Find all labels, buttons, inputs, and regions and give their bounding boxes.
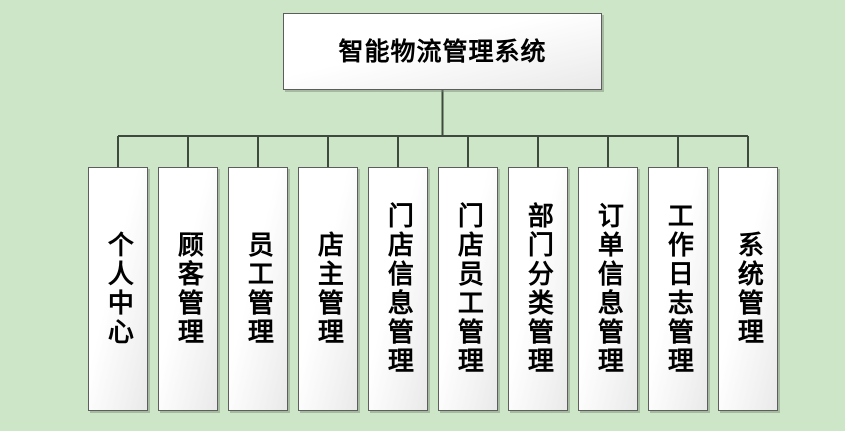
- node-store-information-management[interactable]: 门店信息管理: [368, 167, 428, 411]
- node-label: 工作日志管理: [663, 202, 694, 376]
- node-order-information-management[interactable]: 订单信息管理: [578, 167, 638, 411]
- node-department-category-management[interactable]: 部门分类管理: [508, 167, 568, 411]
- node-label: 门店员工管理: [453, 202, 484, 376]
- node-employee-management[interactable]: 员工管理: [228, 167, 288, 411]
- node-label: 个人中心: [103, 231, 134, 347]
- node-label: 部门分类管理: [523, 202, 554, 376]
- node-work-log-management[interactable]: 工作日志管理: [648, 167, 708, 411]
- node-label: 顾客管理: [173, 231, 204, 347]
- node-label: 系统管理: [733, 231, 764, 347]
- node-personal-center[interactable]: 个人中心: [88, 167, 148, 411]
- node-shop-owner-management[interactable]: 店主管理: [298, 167, 358, 411]
- root-node-label: 智能物流管理系统: [338, 36, 547, 66]
- node-label: 订单信息管理: [593, 202, 624, 376]
- node-label: 员工管理: [243, 231, 274, 347]
- node-store-employee-management[interactable]: 门店员工管理: [438, 167, 498, 411]
- node-customer-management[interactable]: 顾客管理: [158, 167, 218, 411]
- node-system-management[interactable]: 系统管理: [718, 167, 778, 411]
- node-label: 店主管理: [313, 231, 344, 347]
- node-label: 门店信息管理: [383, 202, 414, 376]
- root-node-intelligent-logistics-management-system[interactable]: 智能物流管理系统: [283, 13, 602, 90]
